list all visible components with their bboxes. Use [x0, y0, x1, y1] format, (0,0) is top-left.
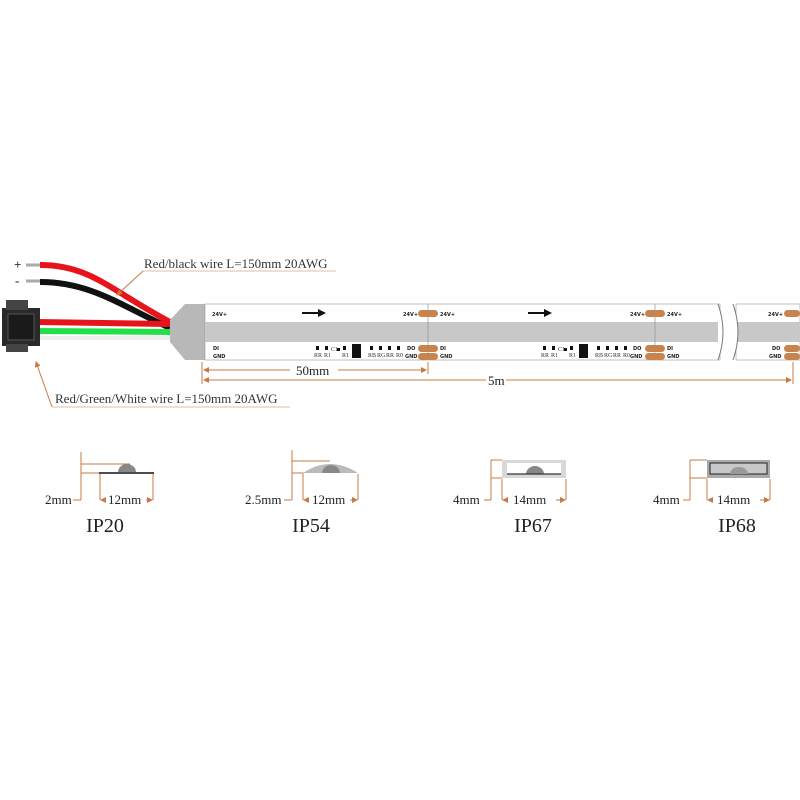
- ic-components: RR R1 C1 R1 RB RG RR R0 RR R1 C1 R1 RB R…: [314, 344, 630, 359]
- plus-sign: +: [14, 257, 21, 272]
- red-signal-wire: [37, 319, 171, 327]
- component-label: RR: [541, 353, 549, 359]
- component-label: R1: [324, 353, 331, 359]
- pad-label-do: DO: [772, 346, 780, 352]
- pad-label-24v: 24V+: [630, 312, 645, 318]
- total-length-label: 5m: [488, 373, 505, 388]
- profile-ip68: 4mm 14mm IP68: [653, 459, 771, 537]
- pad-label-di: DI: [440, 346, 446, 352]
- profile-name: IP67: [514, 515, 552, 537]
- pad-label-24v: 24V+: [667, 312, 682, 318]
- profile-height: 2mm: [45, 492, 72, 507]
- pad-label-24v: 24V+: [768, 312, 783, 318]
- strip-break-mark: [717, 303, 739, 361]
- component-label: RR: [613, 353, 621, 359]
- power-wire-label: Red/black wire L=150mm 20AWG: [144, 256, 328, 271]
- jst-connector: [2, 300, 40, 352]
- pad-label-gnd: GND: [769, 354, 781, 360]
- led-chip-shape: [526, 466, 544, 474]
- pad-label-24v: 24V+: [212, 312, 227, 318]
- profile-height: 2.5mm: [245, 492, 281, 507]
- led-chip-shape: [730, 467, 748, 474]
- direction-arrow-icon: [302, 309, 326, 317]
- total-dimension: 5m: [203, 362, 794, 388]
- solder-pads: [418, 310, 800, 360]
- component-label: C1: [331, 347, 338, 353]
- segment-length-label: 50mm: [296, 363, 329, 378]
- minus-sign: -: [15, 273, 19, 288]
- black-power-wire: [39, 279, 172, 331]
- profile-width: 12mm: [108, 492, 141, 507]
- component-label: R1: [342, 353, 349, 359]
- profile-width: 14mm: [717, 492, 750, 507]
- profile-width: 14mm: [513, 492, 546, 507]
- red-power-wire: [39, 262, 172, 325]
- pad-label-gnd: GND: [630, 354, 642, 360]
- pad-label-di: DI: [667, 346, 673, 352]
- pad-label-do: DO: [633, 346, 641, 352]
- direction-arrow-icon: [528, 309, 552, 317]
- profile-width: 12mm: [312, 492, 345, 507]
- green-signal-wire: [37, 328, 171, 335]
- profile-name: IP68: [718, 515, 756, 537]
- signal-wire-label: Red/Green/White wire L=150mm 20AWG: [55, 391, 278, 406]
- pad-label-gnd: GND: [213, 354, 225, 360]
- wire-sleeve: [170, 304, 210, 360]
- component-label: RR: [386, 353, 394, 359]
- led-chip-shape: [118, 464, 136, 472]
- profile-height: 4mm: [453, 492, 480, 507]
- led-chip-shape: [322, 465, 340, 473]
- signal-wire-callout: Red/Green/White wire L=150mm 20AWG: [34, 361, 290, 408]
- segment-dimension: 50mm: [201, 362, 429, 384]
- pad-label-24v: 24V+: [403, 312, 418, 318]
- pad-label-di: DI: [213, 346, 219, 352]
- component-label: RB: [368, 353, 376, 359]
- pad-label-gnd: GND: [667, 354, 679, 360]
- wires: + -: [2, 257, 210, 360]
- component-label: C1: [558, 347, 565, 353]
- pad-label-gnd: GND: [405, 354, 417, 360]
- power-wire-callout: Red/black wire L=150mm 20AWG: [116, 256, 336, 296]
- profile-ip20: 2mm 12mm IP20: [45, 452, 154, 537]
- component-label: R0: [623, 353, 630, 359]
- profile-height: 4mm: [653, 492, 680, 507]
- component-label: RG: [377, 353, 386, 359]
- component-label: R0: [396, 353, 403, 359]
- component-label: R1: [569, 353, 576, 359]
- profile-ip67: 4mm 14mm IP67: [453, 459, 567, 537]
- led-strip: 24V+ 24V+ 24V+ 24V+ 24V+ 24V+ DI GND DO …: [201, 303, 800, 388]
- component-label: RG: [604, 353, 613, 359]
- pad-label-gnd: GND: [440, 354, 452, 360]
- pad-label-do: DO: [407, 346, 415, 352]
- component-label: RR: [314, 353, 322, 359]
- profile-name: IP54: [292, 515, 330, 537]
- profile-name: IP20: [86, 515, 124, 537]
- pad-label-24v: 24V+: [440, 312, 455, 318]
- component-label: RB: [595, 353, 603, 359]
- component-label: R1: [551, 353, 558, 359]
- profile-ip54: 2.5mm 12mm IP54: [245, 450, 359, 537]
